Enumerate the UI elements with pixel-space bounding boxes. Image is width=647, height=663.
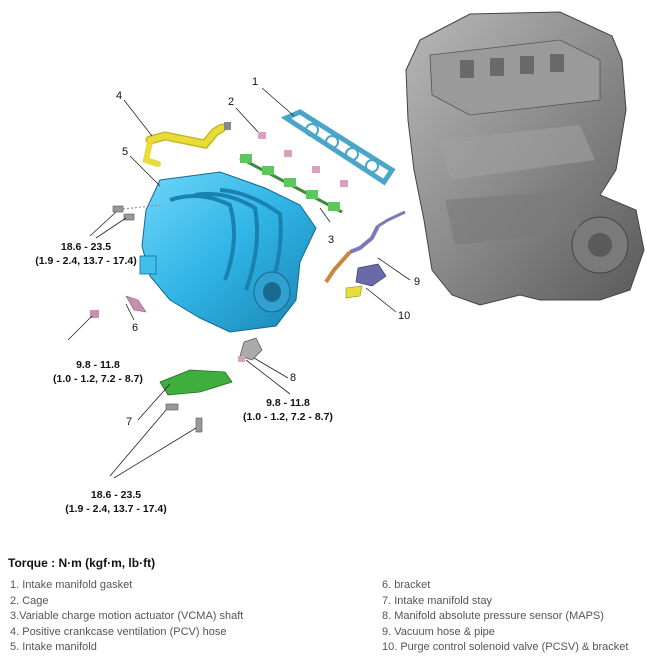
torque-label-maps: 9.8 - 11.8 (1.0 - 1.2, 7.2 - 8.7) xyxy=(218,396,358,424)
callout-5: 5 xyxy=(122,146,129,158)
vcma-shaft xyxy=(239,154,343,214)
callout-3: 3 xyxy=(328,234,335,246)
torque-nm: 9.8 - 11.8 xyxy=(76,359,120,371)
intake-manifold-stay xyxy=(159,369,233,433)
callout-6: 6 xyxy=(132,322,139,334)
legend-item: 5. Intake manifold xyxy=(10,641,97,654)
callout-9: 9 xyxy=(414,276,421,288)
maps-sensor xyxy=(238,337,263,362)
legend-item: 7. Intake manifold stay xyxy=(382,594,493,607)
torque-alt: (1.0 - 1.2, 7.2 - 8.7) xyxy=(243,411,333,423)
torque-alt: (1.9 - 2.4, 13.7 - 17.4) xyxy=(35,255,137,267)
callout-4: 4 xyxy=(116,90,123,102)
callout-2: 2 xyxy=(228,96,235,108)
legend-item: 2. Cage xyxy=(10,594,49,607)
bracket-part xyxy=(90,295,147,318)
intake-manifold xyxy=(139,171,317,333)
manifold-bolts xyxy=(112,204,161,221)
torque-nm: 9.8 - 11.8 xyxy=(266,397,310,409)
legend-item: 1. Intake manifold gasket xyxy=(10,579,133,591)
legend-item: 8. Manifold absolute pressure sensor (MA… xyxy=(382,610,604,623)
legend-left: 1. Intake manifold gasket 2. Cage 3.Vari… xyxy=(10,578,243,656)
callout-1: 1 xyxy=(252,76,259,88)
torque-alt: (1.0 - 1.2, 7.2 - 8.7) xyxy=(53,373,143,385)
cage-parts xyxy=(258,132,348,187)
legend-right: 6. bracket 7. Intake manifold stay 8. Ma… xyxy=(382,578,628,656)
torque-nm: 18.6 - 23.5 xyxy=(90,489,142,501)
torque-label-stay: 18.6 - 23.5 (1.9 - 2.4, 13.7 - 17.4) xyxy=(36,488,196,516)
legend-item: 6. bracket xyxy=(382,579,431,591)
vacuum-hose-pipe xyxy=(324,210,406,284)
leader-lines xyxy=(67,87,411,479)
torque-nm: 18.6 - 23.5 xyxy=(60,241,112,253)
legend-title: Torque : N·m (kgf·m, lb·ft) xyxy=(8,556,156,570)
legend-item: 10. Purge control solenoid valve (PCSV) … xyxy=(382,641,629,654)
legend-item: 3.Variable charge motion actuator (VCMA)… xyxy=(10,610,244,623)
callout-10: 10 xyxy=(398,310,411,322)
torque-alt: (1.9 - 2.4, 13.7 - 17.4) xyxy=(65,503,167,515)
pcsv-bracket xyxy=(345,263,387,299)
intake-manifold-gasket xyxy=(280,109,396,186)
torque-label-manifold-bolts: 18.6 - 23.5 (1.9 - 2.4, 13.7 - 17.4) xyxy=(6,240,166,268)
callout-7: 7 xyxy=(126,416,133,428)
legend-item: 4. Positive crankcase ventilation (PCV) … xyxy=(10,625,227,638)
engine-block xyxy=(405,11,645,306)
callout-8: 8 xyxy=(290,372,297,384)
legend-item: 9. Vacuum hose & pipe xyxy=(382,625,495,638)
torque-label-bracket: 9.8 - 11.8 (1.0 - 1.2, 7.2 - 8.7) xyxy=(28,358,168,386)
pcv-hose xyxy=(142,122,231,167)
